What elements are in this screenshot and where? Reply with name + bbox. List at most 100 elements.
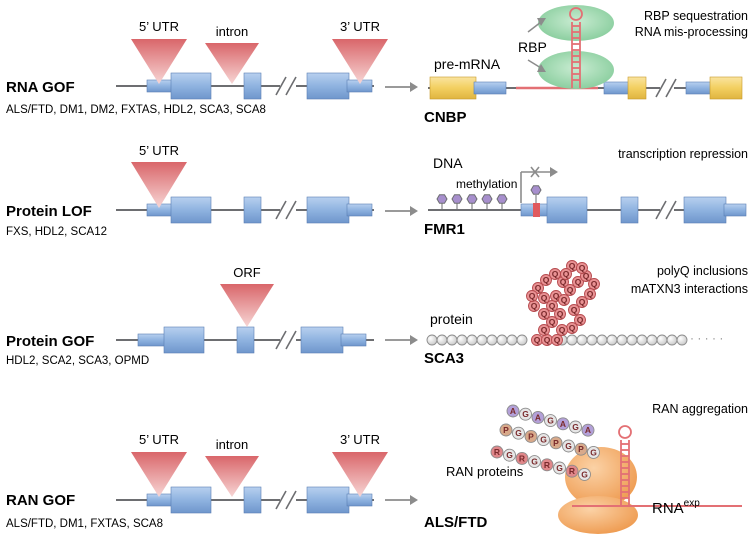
polyq-residue: Q (528, 300, 540, 312)
exon (683, 196, 727, 224)
residue-letter: G (565, 441, 572, 451)
disease-list: ALS/FTD, DM1, DM2, FXTAS, HDL2, SCA3, SC… (6, 104, 266, 116)
amino-acid-bead (586, 334, 598, 346)
ran-residue: G (528, 455, 541, 469)
residue-letter: A (535, 412, 541, 422)
effect-line: polyQ inclusions (657, 264, 748, 278)
utr-exon (137, 333, 167, 347)
ran-residue: G (578, 467, 591, 481)
residue-letter: G (590, 447, 597, 457)
residue-letter: Q (531, 301, 538, 311)
ran-residue: G (587, 445, 600, 459)
residue-letter: R (544, 460, 550, 470)
label: RAN proteins (446, 464, 524, 479)
polyq-residue: Q (532, 282, 544, 294)
gene-schematic (116, 486, 374, 514)
polyq-residue: Q (538, 308, 550, 320)
residue-letter: Q (575, 277, 582, 287)
residue-letter: P (503, 425, 509, 435)
arrow-right-icon (385, 206, 418, 216)
residue-letter: Q (559, 325, 566, 335)
insertion-label: ORF (233, 265, 261, 280)
disease-list: ALS/FTD, DM1, FXTAS, SCA8 (6, 518, 163, 530)
residue-letter: A (585, 425, 591, 435)
break-mark (285, 330, 297, 350)
insertion-label: 5’ UTR (139, 19, 179, 34)
exon (243, 72, 262, 100)
methyl-hexagon-icon (496, 194, 508, 204)
dna-locus (428, 196, 747, 224)
residue-letter: Q (549, 317, 556, 327)
polyq-residue: Q (560, 268, 572, 280)
residue-letter: Q (553, 291, 560, 301)
hairpin-icon (569, 7, 583, 88)
ribosome-small-subunit (558, 496, 638, 534)
chain-continuation: · · · · · (690, 331, 723, 345)
exon (306, 486, 350, 514)
polyq-residue: Q (568, 304, 580, 316)
amino-acid-bead (666, 334, 678, 346)
polyq-residue: Q (526, 290, 538, 302)
panel-protein-lof: Protein LOF FXS, HDL2, SCA12 5’ UTR FMR1 (6, 143, 748, 238)
amino-acid-bead (426, 334, 438, 346)
panel-title: RNA GOF (6, 79, 75, 96)
utr-block (429, 76, 477, 100)
methyl-hexagon-icon (530, 185, 542, 195)
ran-residue: G (569, 420, 582, 434)
ran-residue: P (499, 423, 513, 437)
repeat-insertion-5utr: 5’ UTR (131, 143, 187, 208)
residue-letter: Q (579, 297, 586, 307)
polyq-residue: Q (588, 278, 600, 290)
ran-residue: G (537, 433, 550, 447)
residue-letter: Q (569, 261, 576, 271)
amino-acid-bead (626, 334, 638, 346)
residue-letter: R (569, 466, 575, 476)
ran-residue: A (506, 404, 520, 418)
insertion-label: 3’ UTR (340, 19, 380, 34)
gene-name: SCA3 (424, 350, 464, 367)
disease-list: FXS, HDL2, SCA12 (6, 226, 107, 238)
repeat-insertion-intron: intron (205, 24, 259, 84)
rbp-protein (538, 51, 614, 89)
methyl-hexagon-icon (436, 194, 448, 204)
residue-letter: G (540, 435, 547, 445)
methyl-hexagon-icon (466, 194, 478, 204)
polyq-residue: Q (576, 262, 588, 274)
residue-letter: Q (543, 275, 550, 285)
residue-letter: Q (541, 293, 548, 303)
exon (170, 196, 212, 224)
exon (300, 326, 344, 354)
polyq-residue: Q (566, 322, 578, 334)
polyq-residue: Q (556, 324, 568, 336)
repeat-insertion-5utr: 5’ UTR (131, 19, 187, 84)
ran-residue: A (556, 417, 570, 431)
methyl-hexagon-icon (481, 194, 493, 204)
panel-title: RAN GOF (6, 492, 75, 509)
effect-line: RBP sequestration (644, 9, 748, 23)
residue-letter: Q (577, 315, 584, 325)
break-mark (665, 78, 677, 98)
residue-letter: R (494, 447, 500, 457)
utr-block (709, 76, 743, 100)
polyq-residue: Q (531, 334, 543, 346)
rna-label: RNAexp (652, 498, 700, 517)
ran-residue: G (562, 439, 575, 453)
arrow-right-icon (385, 495, 418, 505)
polyq-residue: Q (546, 316, 558, 328)
residue-letter: G (522, 409, 529, 419)
amino-acid-bead (606, 334, 618, 346)
residue-letter: G (531, 457, 538, 467)
amino-acid-bead (676, 334, 688, 346)
ran-residue: P (524, 429, 538, 443)
residue-letter: R (519, 453, 525, 463)
residue-letter: Q (535, 283, 542, 293)
residue-letter: Q (571, 305, 578, 315)
utr-exon (146, 493, 174, 507)
residue-letter: Q (587, 289, 594, 299)
ran-residue: G (553, 461, 566, 475)
break-mark (285, 76, 297, 96)
repeat-insertion-3utr: 3’ UTR (332, 432, 388, 497)
residue-letter: Q (583, 271, 590, 281)
amino-acid-bead (646, 334, 658, 346)
